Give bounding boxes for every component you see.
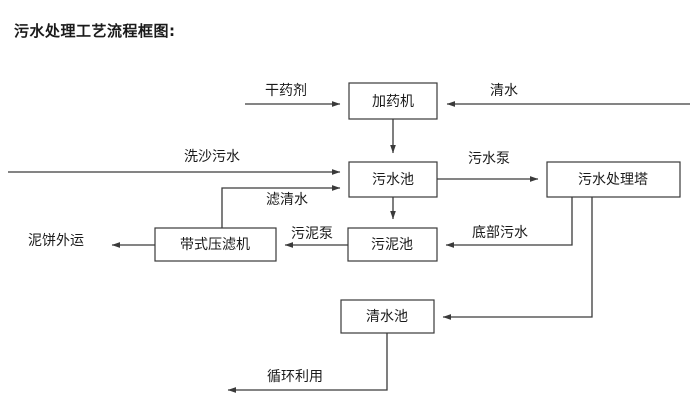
node-clear-water-pool-box [340,299,435,334]
page-title: 污水处理工艺流程框图: [14,22,176,40]
label-dry-chemical: 干药剂 [265,83,307,99]
label-recycle-reuse: 循环利用 [267,369,323,385]
label-filtered-clear-water: 滤清水 [266,192,308,208]
node-sludge-pool[interactable]: 污泥池 [347,227,438,262]
node-clear-water-pool[interactable]: 清水池 [340,299,435,334]
node-sewage-pool[interactable]: 污水池 [348,161,438,198]
label-bottom-sewage: 底部污水 [472,225,528,241]
node-belt-filter-press[interactable]: 带式压滤机 [154,227,277,262]
edge-treatment-tower-to-sludge-pool [445,197,573,248]
edge-treatment-tower-to-clear-pool [442,197,593,320]
node-sludge-pool-box [347,227,438,262]
node-dosing-machine-label: 加药机 [372,94,414,110]
label-clean-water: 清水 [490,83,518,99]
node-sludge-pool-label: 污泥池 [371,237,413,253]
edge-clear-pool-recycle [227,333,388,393]
node-sewage-pool-box [348,161,438,198]
node-clear-water-pool-label: 清水池 [366,309,408,325]
label-mud-cake-transport: 泥饼外运 [28,233,84,249]
node-sewage-pool-label: 污水池 [372,172,414,188]
label-sand-washing-wastewater: 洗沙污水 [184,149,240,165]
node-treatment-tower-label: 污水处理塔 [578,172,648,188]
node-dosing-machine-box [348,82,438,120]
edge-belt-press-to-sewage-pool [221,185,341,228]
node-treatment-tower-box [546,161,681,198]
node-dosing-machine[interactable]: 加药机 [348,82,438,120]
node-belt-filter-press-box [154,227,277,262]
label-sewage-pump: 污水泵 [468,151,510,167]
node-treatment-tower[interactable]: 污水处理塔 [546,161,681,198]
label-sludge-pump: 污泥泵 [291,226,333,242]
node-belt-filter-press-label: 带式压滤机 [180,237,250,253]
